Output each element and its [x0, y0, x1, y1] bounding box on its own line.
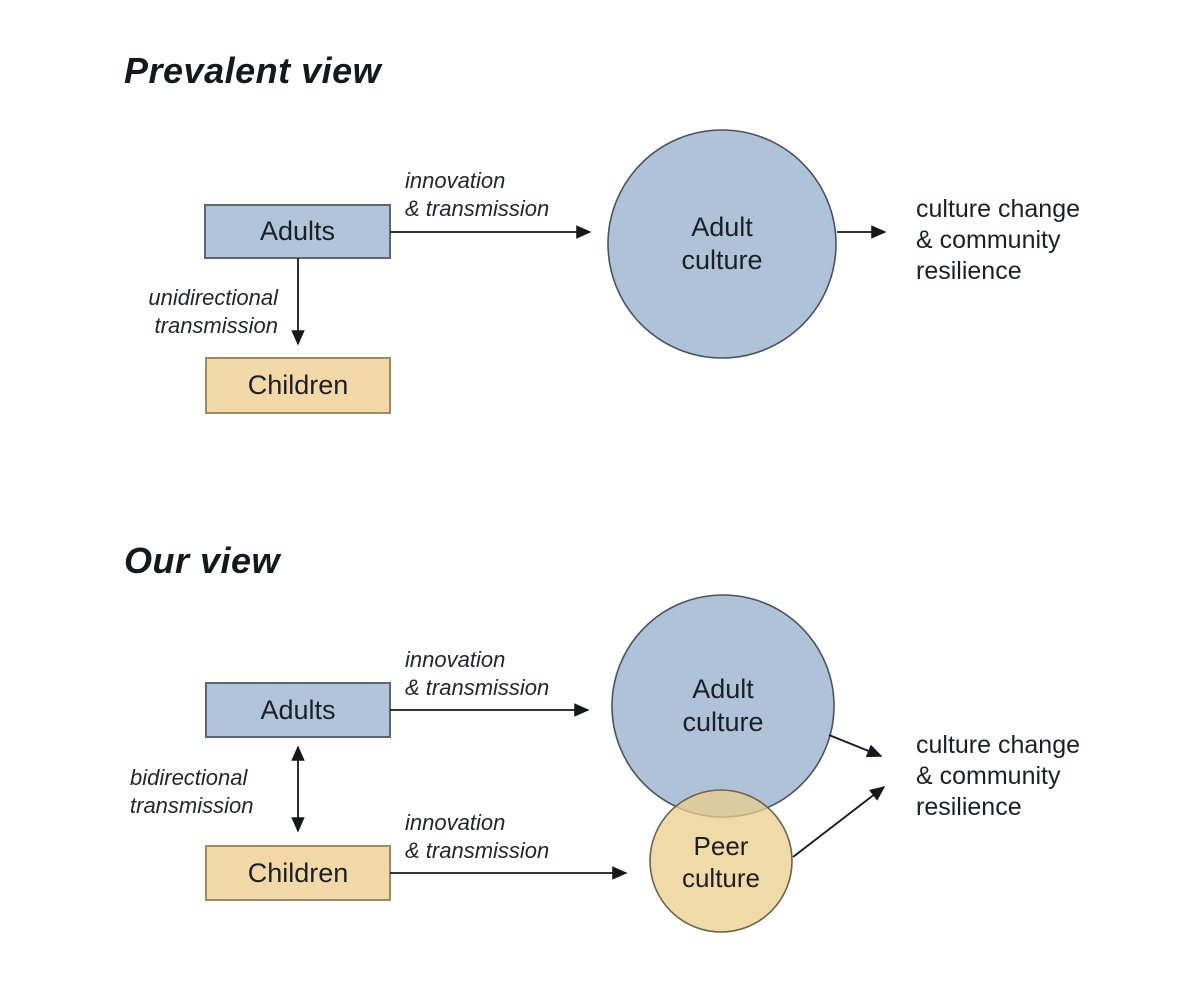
prevalent-adult-culture-circle: [607, 129, 837, 359]
prevalent-outcome-text: culture change & community resilience: [916, 195, 1081, 285]
our-adult-culture-to-outcome-arrow: [828, 734, 883, 758]
prevalent-adult-culture-label: Adult culture: [681, 212, 763, 275]
prevalent-adults-box-label: Adults: [259, 216, 336, 246]
our-bidirectional-transmission-label: bidirectional transmission: [130, 765, 254, 818]
our-adults-innovation-transmission-label: innovation & transmission: [405, 647, 550, 700]
prevalent-adults-box: [204, 204, 391, 259]
prevalent-children-box-label: Children: [247, 370, 349, 400]
our-children-innovation-transmission-label: innovation & transmission: [405, 810, 550, 863]
our-adult-culture-label: Adult culture: [682, 674, 764, 737]
our-view-title: Our view: [124, 540, 281, 581]
our-peer-culture-circle: [649, 789, 793, 933]
prevalent-children-box: [205, 357, 391, 414]
our-adults-box-label: Adults: [260, 694, 336, 725]
prevalent-innovation-transmission-label: innovation & transmission: [405, 168, 550, 221]
our-outcome-text: culture change & community resilience: [916, 731, 1081, 821]
our-children-box-label: Children: [247, 857, 349, 888]
our-peer-culture-to-outcome-arrow: [792, 786, 886, 858]
our-peer-culture-label: Peer culture: [681, 831, 761, 893]
prevalent-unidirectional-transmission-label: unidirectional transmission: [148, 285, 278, 338]
our-children-box: [205, 845, 391, 901]
prevalent-view-title: Prevalent view: [124, 50, 382, 91]
